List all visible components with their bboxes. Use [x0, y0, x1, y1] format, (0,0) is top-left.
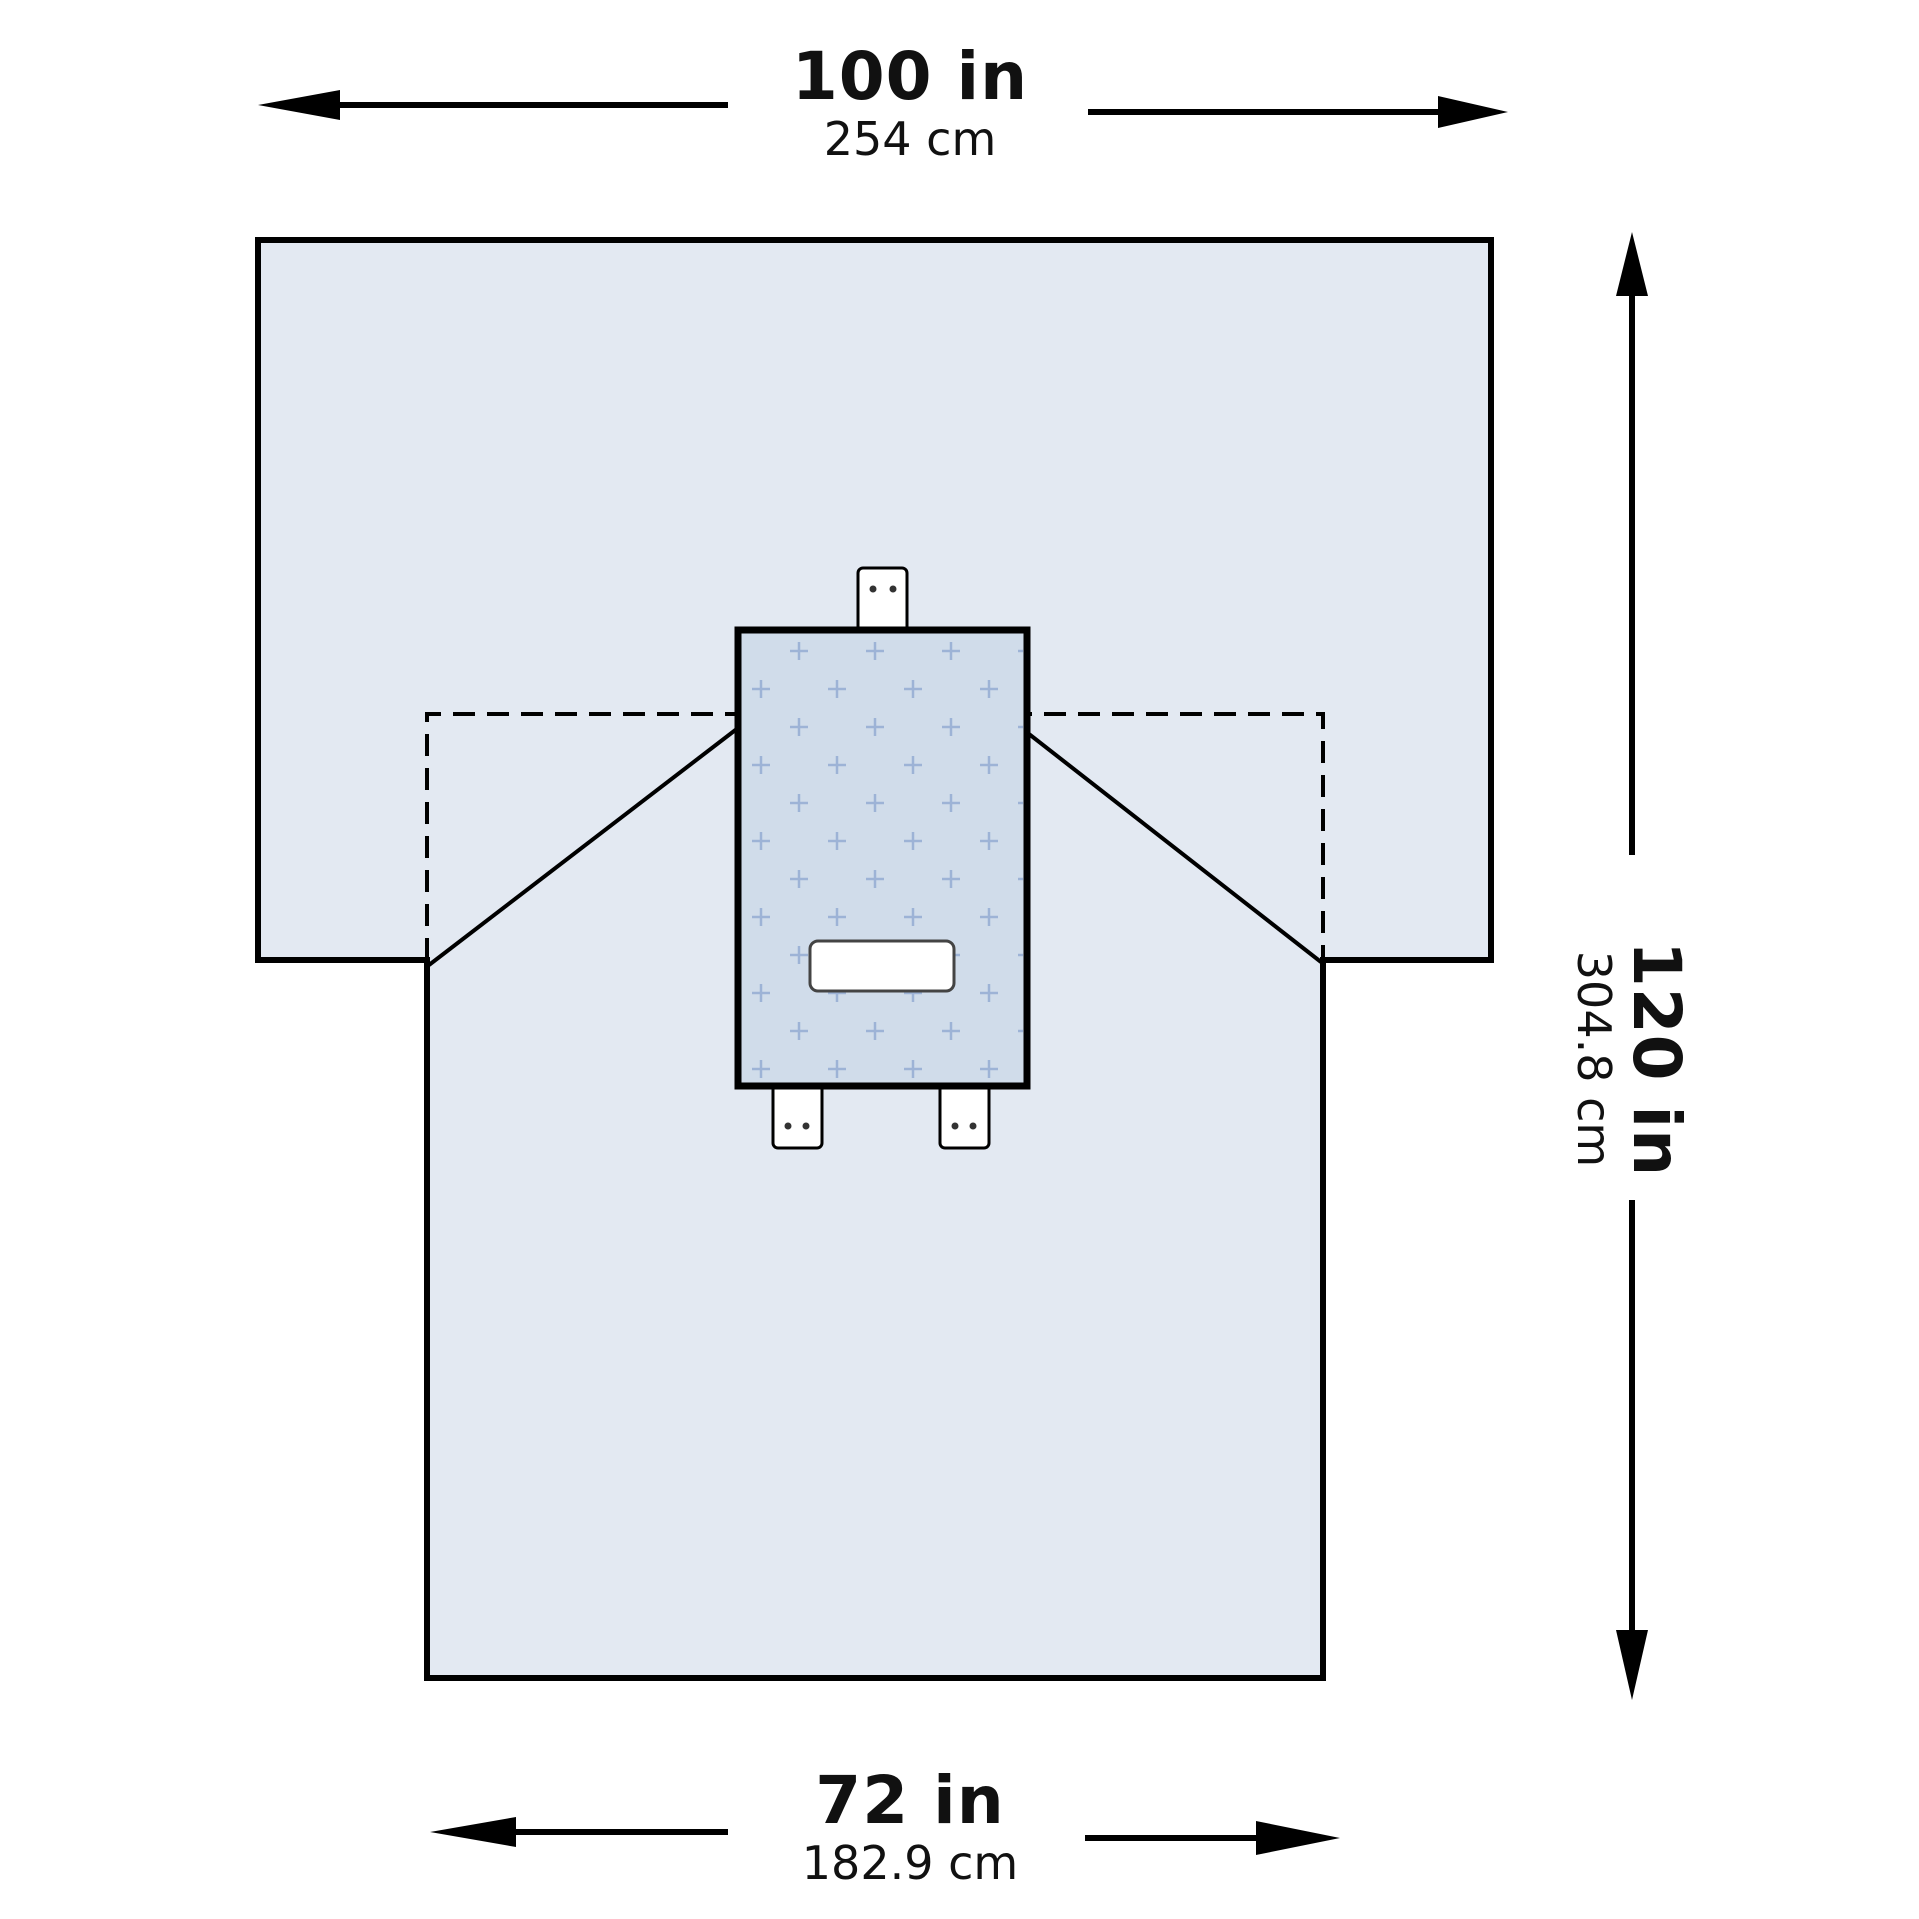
height-metric: 304.8 cm: [1567, 950, 1621, 1168]
fold-line-left: [425, 712, 738, 960]
bottom-width-imperial: 72 in: [815, 1762, 1005, 1839]
height-imperial: 120 in: [1618, 940, 1695, 1178]
fold-line-right: [1010, 712, 1325, 960]
top-dimension-arrow: [258, 90, 1508, 128]
fenestration-window: [808, 939, 956, 993]
bottom-dimension-arrow: [430, 1817, 1340, 1855]
top-width-metric: 254 cm: [823, 112, 997, 166]
diagonal-right: [1018, 725, 1323, 964]
top-width-label: 100 in 254 cm: [760, 38, 1060, 166]
top-width-imperial: 100 in: [791, 38, 1029, 115]
tab-top: [856, 566, 909, 636]
height-dimension-arrow: [1616, 232, 1648, 1700]
diagonal-left: [427, 726, 740, 967]
bottom-width-metric: 182.9 cm: [801, 1836, 1019, 1890]
height-label: 120 in 304.8 cm: [1567, 909, 1695, 1209]
center-panel-crosses: [742, 634, 1023, 1082]
bottom-width-label: 72 in 182.9 cm: [750, 1762, 1070, 1890]
